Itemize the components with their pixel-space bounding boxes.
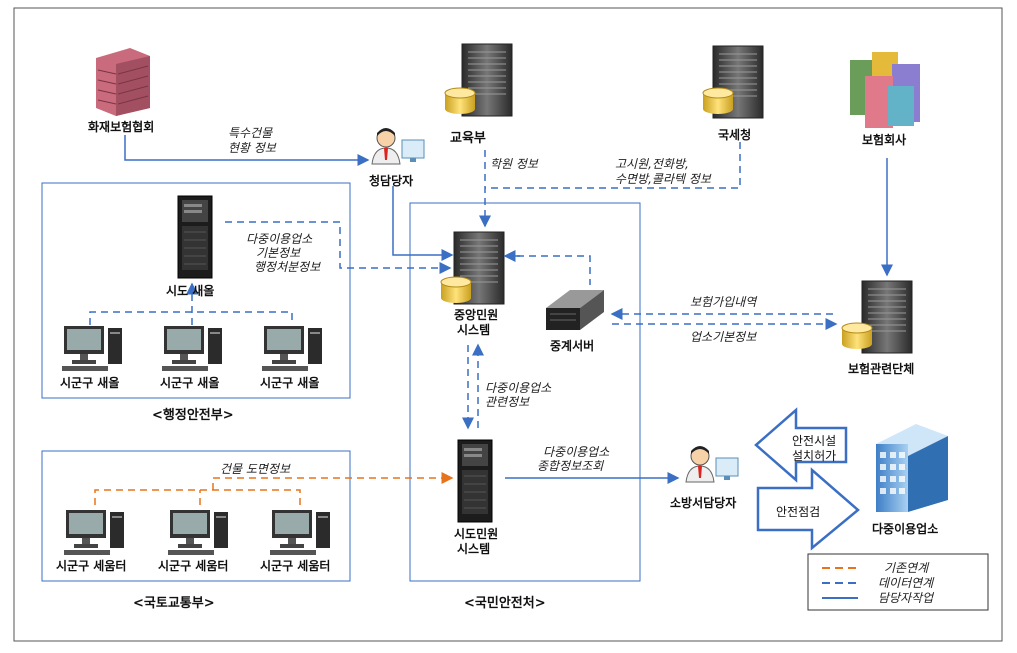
sigungu-seumteo-label-3: 시군구 세움터: [260, 559, 331, 573]
safety-check-arrow: [756, 467, 860, 551]
outer-frame: [13, 7, 1003, 642]
insurance-body-server-icon: [841, 280, 913, 354]
edge-label-facility-related-2: 관련정보: [485, 395, 530, 409]
legend-label-data: 데이터연계: [878, 576, 934, 590]
edge-label-building-drawing: 건물 도면정보: [220, 462, 291, 476]
fire-assoc-label: 화재보험협회: [88, 120, 155, 134]
legend-label-manual: 담당자작업: [878, 591, 934, 605]
central-system-label-2: 시스템: [457, 323, 491, 337]
nts-server-icon: [702, 45, 764, 119]
insurance-body-label: 보험관련단체: [848, 362, 915, 376]
central-system-label-1: 중앙민원: [454, 308, 499, 322]
edge-label-nts-2: 수면방,콜라텍 정보: [615, 172, 711, 186]
dashed-data-connectors: [89, 142, 838, 430]
edge-label-nts-1: 고시원,전화방,: [615, 157, 689, 171]
group-title-molit: <국토교통부>: [133, 596, 215, 611]
fire-assoc-building-icon: [96, 48, 150, 116]
sigungu-saeol-pc-icons: [62, 326, 322, 371]
sido-saeol-label: 시도 새올: [166, 284, 215, 298]
edge-label-academy: 학원 정보: [490, 157, 538, 171]
edge-label-special-building-2: 현황 정보: [228, 141, 276, 155]
safety-permit-arrow: [754, 407, 848, 483]
nts-label: 국세청: [718, 128, 752, 142]
orange-connectors: [94, 472, 454, 505]
sigungu-saeol-label-1: 시군구 새올: [60, 376, 120, 390]
group-box-nema: [409, 202, 641, 582]
edge-label-facility-related-1: 다중이용업소: [485, 381, 552, 395]
sido-saeol-tower-icon: [177, 195, 213, 279]
ministry-edu-label: 교육부: [450, 131, 486, 146]
edge-label-business-basic: 업소기본정보: [690, 330, 757, 344]
edge-label-facility-basic-2: 기본정보: [256, 246, 301, 260]
sigungu-seumteo-label-1: 시군구 세움터: [56, 559, 127, 573]
edge-label-insurance-join: 보험가입내역: [690, 295, 757, 309]
safety-check-label: 안전점검: [776, 505, 821, 519]
group-title-nema: <국민안전처>: [464, 596, 546, 611]
sigungu-saeol-label-3: 시군구 새올: [260, 376, 320, 390]
ministry-edu-server-icon: [444, 43, 513, 117]
edge-label-facility-basic-1: 다중이용업소: [246, 232, 313, 246]
officer-person-icon: [371, 127, 425, 165]
edge-label-special-building-1: 특수건물: [228, 126, 273, 140]
sido-civil-label-2: 시스템: [457, 542, 491, 556]
legend-label-existing: 기존연계: [884, 561, 929, 575]
insurer-label: 보험회사: [862, 133, 907, 147]
sigungu-seumteo-label-2: 시군구 세움터: [158, 559, 229, 573]
group-box-moi: [41, 182, 351, 399]
fire-officer-person-icon: [685, 445, 739, 483]
solid-connectors: [124, 135, 893, 484]
sido-civil-label-1: 시도민원: [454, 527, 499, 541]
facility-label: 다중이용업소: [872, 522, 939, 536]
insurer-buildings-icon: [850, 52, 920, 128]
relay-server-label: 중계서버: [550, 339, 595, 353]
sigungu-saeol-label-2: 시군구 새올: [160, 376, 220, 390]
central-system-server-icon: [440, 231, 505, 305]
edge-label-facility-total-1: 다중이용업소: [543, 445, 610, 459]
safety-permit-label-2: 설치허가: [792, 449, 837, 463]
sigungu-seumteo-pc-icons: [64, 510, 330, 555]
group-box-molit: [41, 450, 351, 582]
fire-officer-label: 소방서담당자: [670, 496, 737, 510]
edge-label-facility-basic-3: 행정처분정보: [254, 260, 321, 274]
safety-permit-label-1: 안전시설: [792, 434, 837, 448]
officer-label: 청담당자: [369, 174, 414, 188]
group-title-moi: <행정안전부>: [152, 408, 234, 423]
relay-server-icon: [546, 290, 604, 330]
facility-building-icon: [876, 424, 948, 512]
sido-civil-tower-icon: [457, 439, 493, 523]
edge-label-facility-total-2: 종합정보조회: [537, 459, 604, 473]
